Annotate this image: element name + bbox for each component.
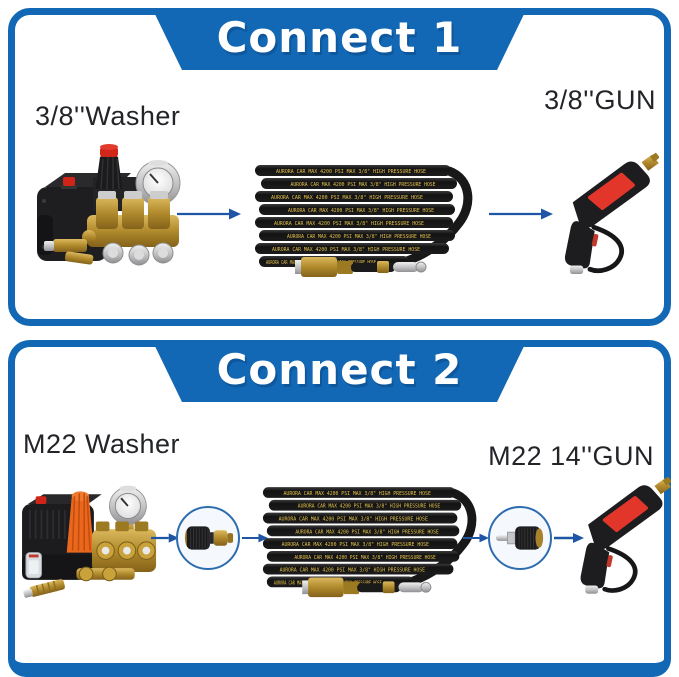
quick-connect-adapter-image (495, 526, 544, 550)
washer-38-label: 3/8''Washer (35, 101, 181, 131)
svg-text:AURORA CAR MAX 4200 PSI MAX 3/: AURORA CAR MAX 4200 PSI MAX 3/8" HIGH PR… (282, 542, 429, 548)
gun-m22-label: M22 14''GUN (488, 441, 654, 471)
arrow-right-icon (242, 533, 268, 543)
svg-text:AURORA CAR MAX 4200 PSI MAX 3/: AURORA CAR MAX 4200 PSI MAX 3/8" HIGH PR… (272, 247, 420, 253)
adapter-qc-to-m22-circle (488, 506, 552, 570)
arrow-right-icon (463, 533, 489, 543)
gun-38-image (561, 145, 659, 275)
svg-text:AURORA CAR MAX 4200 PSI MAX 3/: AURORA CAR MAX 4200 PSI MAX 3/8" HIGH PR… (291, 182, 436, 188)
svg-text:AURORA CAR MAX 4200 PSI MAX 3/: AURORA CAR MAX 4200 PSI MAX 3/8" HIGH PR… (279, 517, 428, 523)
quick-connect-adapter-image (184, 526, 234, 550)
hose-image: AURORA CAR MAX 4200 PSI MAX 3/8" HIGH PR… (251, 161, 473, 293)
panel-connect-1: Connect 1 3/8''Washer 3/8''GUN (8, 8, 671, 326)
panel-connect-2: Connect 2 M22 Washer M22 14''GUN (8, 340, 671, 677)
washer-pump-m22-image (17, 471, 165, 605)
connect-1-banner: Connect 1 (152, 8, 527, 70)
arrow-right-icon (151, 533, 179, 543)
arrow-right-icon (489, 208, 553, 220)
connect-1-title: Connect 1 (216, 12, 463, 62)
svg-text:AURORA CAR MAX 4200 PSI MAX 3/: AURORA CAR MAX 4200 PSI MAX 3/8" HIGH PR… (288, 208, 434, 214)
svg-text:AURORA CAR MAX 4200 PSI MAX 3/: AURORA CAR MAX 4200 PSI MAX 3/8" HIGH PR… (271, 195, 423, 201)
svg-text:AURORA CAR MAX 4200 PSI MAX 3/: AURORA CAR MAX 4200 PSI MAX 3/8" HIGH PR… (274, 221, 424, 227)
svg-text:AURORA CAR MAX 4200 PSI MAX 3/: AURORA CAR MAX 4200 PSI MAX 3/8" HIGH PR… (284, 491, 431, 497)
svg-text:AURORA CAR MAX 4200 PSI MAX 3/: AURORA CAR MAX 4200 PSI MAX 3/8" HIGH PR… (287, 234, 431, 240)
svg-text:AURORA CAR MAX 4200 PSI MAX 3/: AURORA CAR MAX 4200 PSI MAX 3/8" HIGH PR… (294, 555, 435, 561)
arrow-right-icon (554, 533, 584, 543)
connect-2-banner: Connect 2 (152, 340, 527, 402)
gun-m22-image (577, 467, 671, 597)
arrow-right-icon (177, 208, 241, 220)
hose-image: AURORA CAR MAX 4200 PSI MAX 3/8" HIGH PR… (259, 483, 477, 613)
svg-text:AURORA CAR MAX 4200 PSI MAX 3/: AURORA CAR MAX 4200 PSI MAX 3/8" HIGH PR… (298, 504, 440, 510)
svg-text:AURORA CAR MAX 4200 PSI MAX 3/: AURORA CAR MAX 4200 PSI MAX 3/8" HIGH PR… (276, 169, 426, 175)
svg-text:AURORA CAR MAX 4200 PSI MAX 3/: AURORA CAR MAX 4200 PSI MAX 3/8" HIGH PR… (280, 568, 425, 574)
washer-m22-label: M22 Washer (23, 429, 181, 459)
svg-text:AURORA CAR MAX 4200 PSI MAX 3/: AURORA CAR MAX 4200 PSI MAX 3/8" HIGH PR… (295, 529, 438, 535)
connect-2-title: Connect 2 (216, 344, 463, 394)
adapter-m22-to-qc-circle (176, 506, 240, 570)
washer-pump-38-image (31, 141, 183, 289)
gun-38-label: 3/8''GUN (544, 85, 656, 115)
